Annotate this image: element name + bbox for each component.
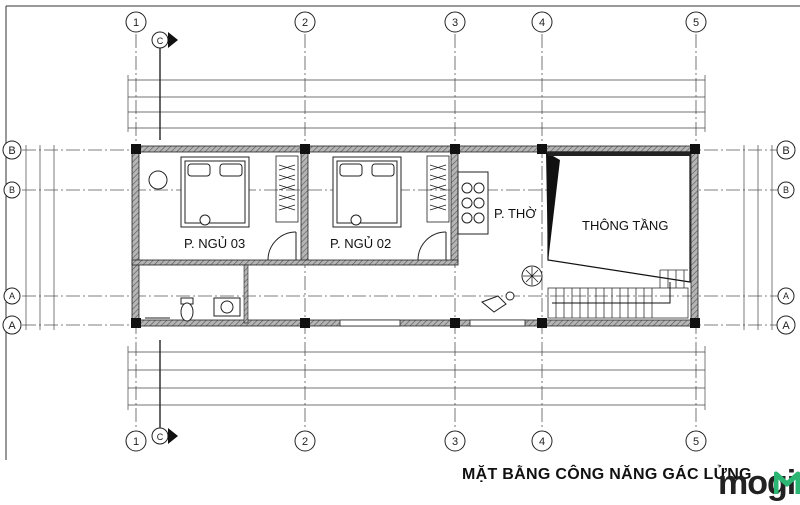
wardrobe-bedroom-3 bbox=[275, 155, 299, 223]
dimension-lines-sides bbox=[25, 145, 773, 330]
drawing-frame bbox=[5, 5, 800, 460]
section-marker-bottom-label: C bbox=[157, 432, 164, 442]
round-table-bedroom-3 bbox=[148, 170, 168, 190]
door-bedroom-3 bbox=[267, 231, 297, 261]
grid-label-top-4: 4 bbox=[539, 17, 545, 29]
grid-label-top-1: 1 bbox=[133, 17, 139, 29]
grid-label-left-b-sub: B bbox=[9, 185, 15, 195]
staircase bbox=[547, 269, 689, 319]
grid-label-bottom-4: 4 bbox=[539, 436, 545, 448]
grid-label-left-b: B bbox=[8, 145, 15, 157]
altar-table bbox=[457, 171, 489, 235]
mogi-logo-mark-icon bbox=[774, 471, 800, 494]
room-label-bedroom-3: P. NGỦ 03 bbox=[184, 236, 245, 251]
grid-label-bottom-5: 5 bbox=[693, 436, 699, 448]
grid-bubbles-top bbox=[125, 11, 707, 33]
grid-label-right-a-sub: A bbox=[783, 291, 789, 301]
grid-label-bottom-1: 1 bbox=[133, 436, 139, 448]
grid-bubbles-right bbox=[776, 140, 796, 335]
door-bedroom-2 bbox=[417, 231, 447, 261]
drawing-caption: MẶT BẰNG CÔNG NĂNG GÁC LỬNG bbox=[462, 466, 752, 483]
dimension-lines-top bbox=[127, 75, 706, 132]
windows-bottom bbox=[339, 319, 526, 327]
grid-label-top-2: 2 bbox=[302, 17, 308, 29]
grid-label-top-5: 5 bbox=[693, 17, 699, 29]
section-marker-top-label: C bbox=[157, 36, 164, 46]
toilet bbox=[180, 297, 194, 322]
grid-label-right-b-sub: B bbox=[783, 185, 789, 195]
structural-columns bbox=[131, 144, 700, 328]
grid-label-bottom-3: 3 bbox=[452, 436, 458, 448]
room-label-void: THÔNG TẦNG bbox=[582, 218, 668, 233]
bed-bedroom-3 bbox=[180, 156, 250, 228]
dimension-lines-bottom bbox=[127, 346, 706, 410]
grid-label-left-a-sub: A bbox=[9, 291, 15, 301]
grid-bubbles-left bbox=[2, 140, 22, 335]
person-figure bbox=[481, 291, 515, 313]
grid-label-right-a: A bbox=[782, 320, 790, 332]
grid-label-bottom-2: 2 bbox=[302, 436, 308, 448]
section-marker-bottom bbox=[151, 340, 178, 445]
section-marker-top bbox=[151, 31, 178, 140]
bed-bedroom-2 bbox=[332, 156, 402, 228]
grid-label-left-a: A bbox=[8, 320, 16, 332]
wardrobe-bedroom-2 bbox=[426, 155, 450, 223]
void-area bbox=[546, 151, 691, 283]
room-label-bedroom-2: P. NGỦ 02 bbox=[330, 236, 391, 251]
grid-label-top-3: 3 bbox=[452, 17, 458, 29]
plant-pot bbox=[521, 265, 543, 287]
grid-label-right-b: B bbox=[782, 145, 789, 157]
grid-bubbles-bottom bbox=[125, 430, 707, 452]
washbasin bbox=[213, 297, 241, 317]
room-label-altar-room: P. THỜ bbox=[494, 206, 536, 221]
